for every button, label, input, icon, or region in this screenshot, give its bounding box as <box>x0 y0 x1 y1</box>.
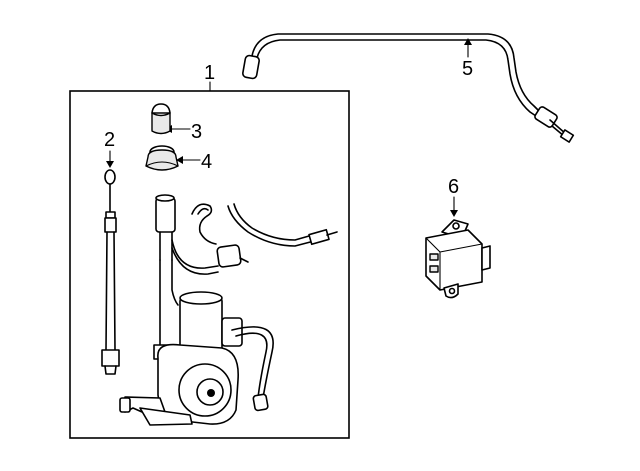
callout-4[interactable]: 4 <box>176 151 212 173</box>
callout-6[interactable]: 6 <box>448 176 459 217</box>
callout-1[interactable]: 1 <box>204 62 215 92</box>
callout-1-label: 1 <box>204 62 215 84</box>
power-antenna-assembly-icon <box>119 194 338 426</box>
callout-3-label: 3 <box>191 121 202 143</box>
callout-5[interactable]: 5 <box>462 38 473 80</box>
callout-5-label: 5 <box>462 58 473 80</box>
grommet-icon <box>151 103 171 135</box>
antenna-cable-icon <box>242 33 575 143</box>
callout-2-label: 2 <box>104 129 115 151</box>
antenna-control-module-icon <box>425 219 491 299</box>
callout-2[interactable]: 2 <box>104 129 115 168</box>
callout-4-label: 4 <box>201 151 212 173</box>
bezel-nut-icon <box>145 145 179 171</box>
antenna-mast-icon <box>101 169 120 375</box>
callout-6-label: 6 <box>448 176 459 198</box>
